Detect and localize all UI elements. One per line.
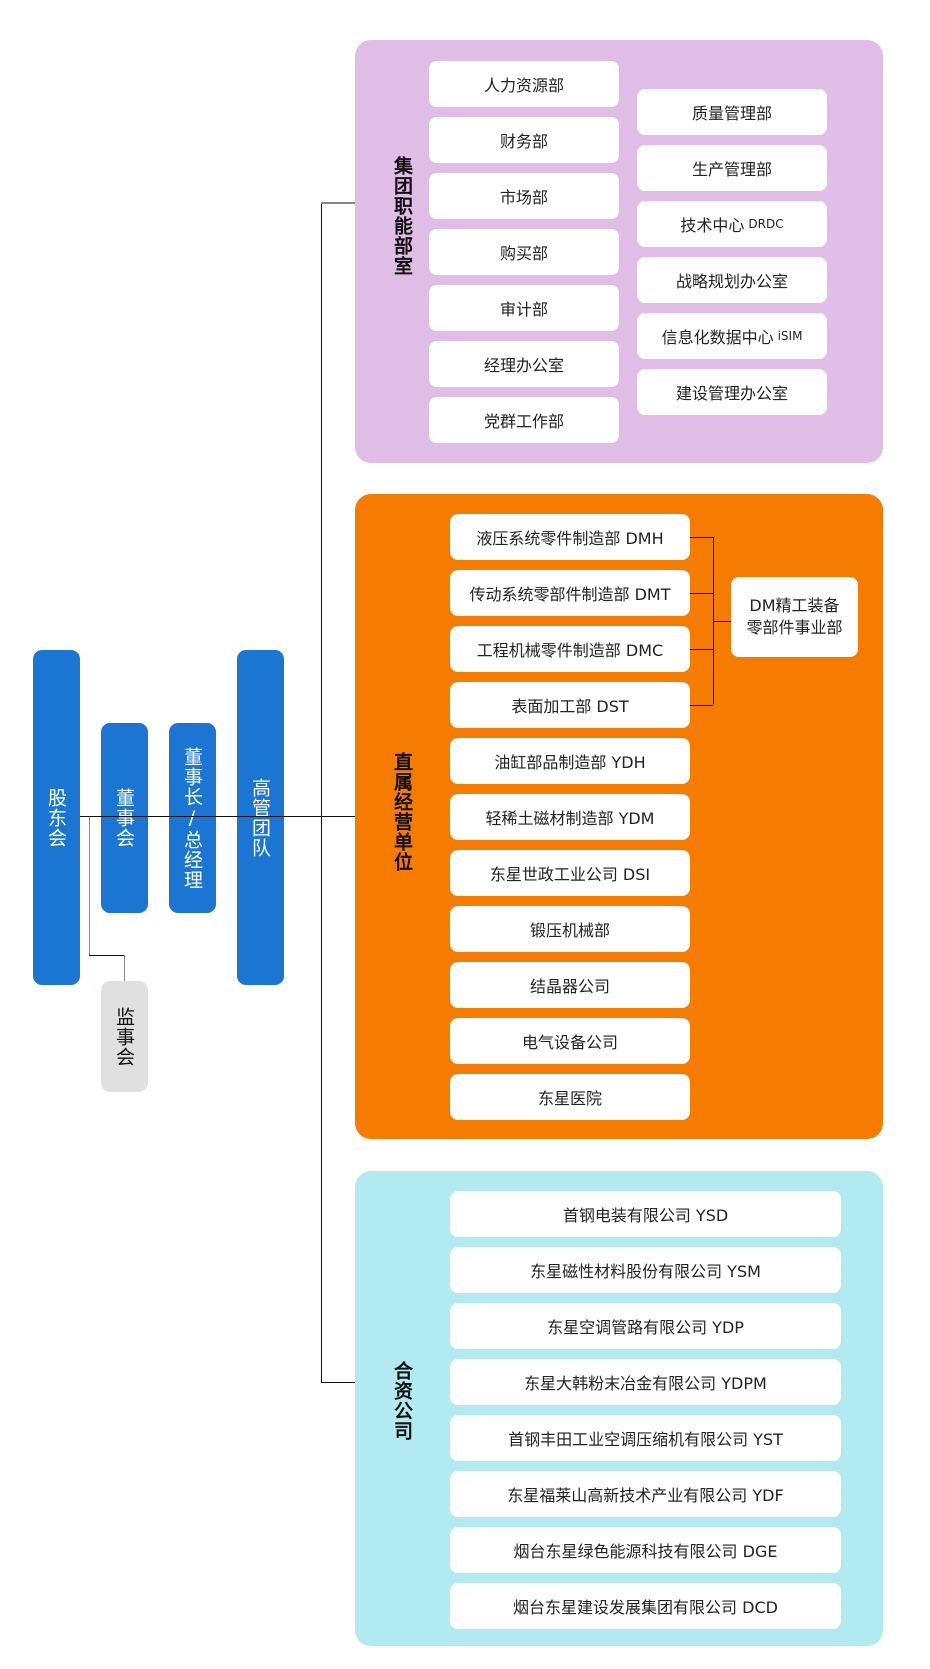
joint-venture-item: 东星大韩粉末冶金有限公司 YDPM — [450, 1359, 841, 1405]
connector-supervisory-h — [89, 955, 125, 956]
connector-governance — [80, 816, 321, 817]
functional-dept-item: 财务部 — [429, 117, 619, 163]
connector-trunk — [321, 203, 322, 1383]
direct-unit-item: 东星世政工业公司 DSI — [450, 850, 690, 896]
functional-dept-item: 建设管理办公室 — [637, 369, 827, 415]
dept-code: DRDC — [748, 217, 784, 231]
dept-name: 战略规划办公室 — [675, 272, 788, 291]
joint-venture-item: 首钢丰田工业空调压缩机有限公司 YST — [450, 1415, 841, 1461]
joint-ventures-title: 合资公司 — [391, 1361, 413, 1441]
dept-name: 生产管理部 — [691, 160, 772, 179]
chairman-gm-label: 董事长/总经理 — [181, 746, 203, 890]
functional-dept-item: 人力资源部 — [429, 61, 619, 107]
dept-name: 信息化数据中心 — [661, 328, 774, 347]
direct-units-panel: 直属经营单位 液压系统零件制造部 DMH 传动系统零部件制造部 DMT 工程机械零件… — [355, 494, 883, 1139]
connector-direct — [321, 816, 355, 817]
functional-dept-item: 战略规划办公室 — [637, 257, 827, 303]
joint-venture-item: 烟台东星绿色能源科技有限公司 DGE — [450, 1527, 841, 1573]
board-box: 董事会 — [101, 723, 148, 913]
functional-dept-item: 党群工作部 — [429, 397, 619, 443]
direct-unit-item: 油缸部品制造部 YDH — [450, 738, 690, 784]
dept-code: iSIM — [777, 329, 803, 343]
direct-unit-item: 电气设备公司 — [450, 1018, 690, 1064]
division-bracket-tick — [690, 705, 713, 706]
board-label: 董事会 — [113, 788, 135, 848]
division-bracket-tick — [690, 593, 713, 594]
joint-venture-item: 首钢电装有限公司 YSD — [450, 1191, 841, 1237]
direct-unit-item: 传动系统零部件制造部 DMT — [450, 570, 690, 616]
joint-venture-item: 东星磁性材料股份有限公司 YSM — [450, 1247, 841, 1293]
joint-venture-item: 东星空调管路有限公司 YDP — [450, 1303, 841, 1349]
division-bracket-tick — [690, 537, 713, 538]
direct-unit-item: 工程机械零件制造部 DMC — [450, 626, 690, 672]
connector-supervisory-v2 — [124, 955, 125, 981]
joint-ventures-panel: 合资公司 首钢电装有限公司 YSD 东星磁性材料股份有限公司 YSM 东星空调管路有… — [355, 1171, 883, 1646]
shareholders-box: 股东会 — [33, 650, 80, 985]
joint-venture-item: 东星福莱山高新技术产业有限公司 YDF — [450, 1471, 841, 1517]
connector-jv — [321, 1382, 355, 1383]
functional-departments-panel: 集团职能部室 人力资源部财务部市场部购买部审计部经理办公室党群工作部 质量管理部… — [355, 40, 883, 463]
functional-dept-item: 市场部 — [429, 173, 619, 219]
chairman-gm-box: 董事长/总经理 — [169, 723, 216, 913]
shareholders-label: 股东会 — [45, 787, 67, 848]
connector-supervisory-v1 — [89, 817, 90, 955]
dept-name: 技术中心 — [680, 216, 745, 235]
functional-dept-item: 购买部 — [429, 229, 619, 275]
direct-unit-item: 锻压机械部 — [450, 906, 690, 952]
division-bracket-link — [713, 621, 731, 622]
dm-division-line1: DM精工装备 — [749, 596, 840, 615]
dept-name: 质量管理部 — [691, 104, 772, 123]
functional-dept-item: 生产管理部 — [637, 145, 827, 191]
direct-unit-item: 东星医院 — [450, 1074, 690, 1120]
direct-unit-item: 结晶器公司 — [450, 962, 690, 1008]
functional-dept-item: 经理办公室 — [429, 341, 619, 387]
joint-venture-item: 烟台东星建设发展集团有限公司 DCD — [450, 1583, 841, 1629]
executive-team-box: 高管团队 — [237, 650, 284, 985]
supervisory-board-label: 监事会 — [113, 1006, 135, 1067]
direct-unit-item: 液压系统零件制造部 DMH — [450, 514, 690, 560]
dm-division-line2: 零部件事业部 — [746, 618, 843, 637]
dm-division-box: DM精工装备 零部件事业部 — [731, 577, 858, 657]
functional-dept-item: 质量管理部 — [637, 89, 827, 135]
functional-dept-item: 审计部 — [429, 285, 619, 331]
direct-unit-item: 表面加工部 DST — [450, 682, 690, 728]
division-bracket-tick — [690, 649, 713, 650]
direct-units-title: 直属经营单位 — [391, 752, 413, 872]
dept-name: 建设管理办公室 — [675, 384, 788, 403]
connector-functional — [321, 202, 355, 204]
supervisory-board-box: 监事会 — [101, 981, 148, 1092]
functional-departments-title: 集团职能部室 — [391, 156, 413, 276]
executive-team-label: 高管团队 — [249, 777, 271, 858]
direct-unit-item: 轻稀土磁材制造部 YDM — [450, 794, 690, 840]
